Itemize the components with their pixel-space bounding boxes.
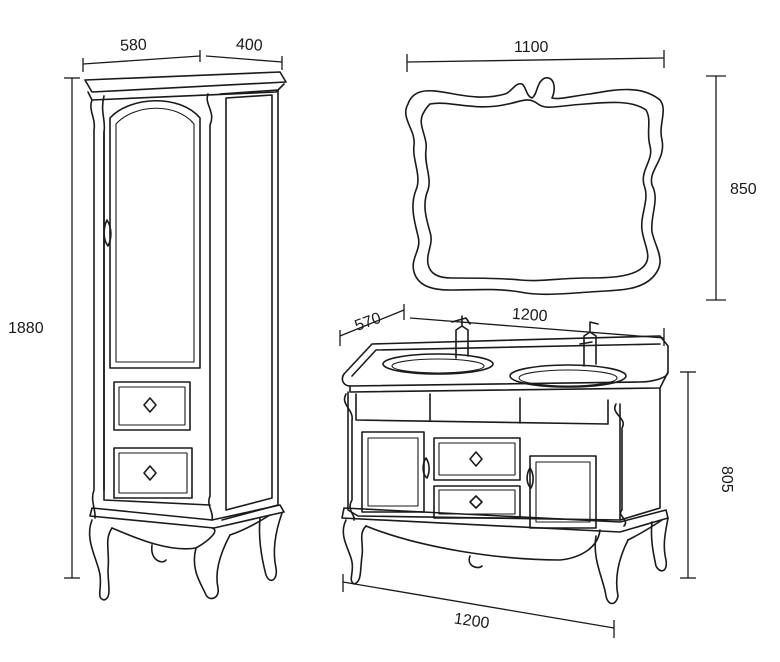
dimension-lines — [64, 50, 726, 638]
tall-cabinet — [84, 71, 287, 601]
drawer-pull-icon — [143, 465, 157, 481]
vanity-height-label: 805 — [718, 466, 735, 493]
vanity-depth-label: 570 — [353, 310, 384, 335]
drawer-pull-icon — [143, 397, 157, 413]
cabinet-height-label: 1880 — [8, 320, 44, 337]
cabinet-depth-label: 400 — [235, 36, 263, 55]
drawer-pull-icon — [469, 451, 483, 467]
cabinet-width-label: 580 — [120, 36, 148, 54]
mirror — [405, 77, 664, 296]
mirror-height-label: 850 — [730, 181, 757, 198]
vanity-top-width-label: 1200 — [511, 306, 548, 325]
faucet-icon — [579, 321, 599, 367]
mirror-width-label: 1100 — [514, 39, 549, 56]
drawer-pull-icon — [469, 495, 483, 509]
double-vanity — [341, 315, 669, 605]
vanity-base-width-label: 1200 — [453, 611, 491, 633]
